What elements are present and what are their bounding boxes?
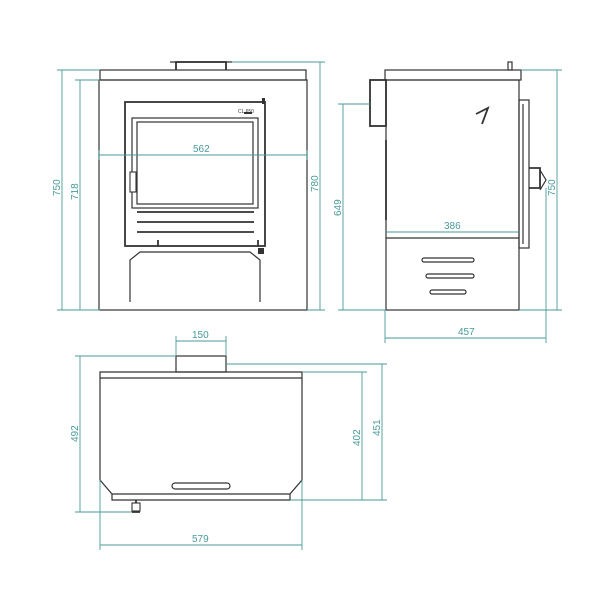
dim-label-top-150: 150: [192, 330, 209, 341]
front-ash-pan: [129, 251, 261, 302]
top-plate-outline: [99, 371, 303, 495]
front-ash-pan-knob: [258, 248, 264, 254]
top-front-lip: [111, 494, 291, 501]
dim-label-top-451: 451: [372, 419, 383, 436]
dim-label-side-457: 457: [458, 327, 475, 338]
side-door-handle-grip: [539, 169, 547, 191]
dim-label-side-386: 386: [444, 221, 461, 232]
dim-label-side-750: 750: [547, 179, 558, 196]
front-body: [98, 79, 308, 311]
dim-label-side-649: 649: [333, 199, 344, 216]
front-top-handle: [175, 61, 227, 70]
front-hinge-side: [262, 98, 265, 104]
side-vent-3: [429, 289, 467, 295]
dim-label-front-window: 562: [193, 144, 210, 155]
top-handle-slot: [171, 482, 231, 490]
front-glass-inner: [136, 121, 254, 205]
side-vent-1: [421, 257, 475, 263]
top-flue-collar: [175, 355, 227, 373]
side-body: [385, 79, 520, 311]
side-air-lever: [475, 106, 490, 125]
top-knob-body: [131, 502, 141, 512]
side-top-plate: [384, 69, 522, 81]
side-flue-collar: [369, 79, 387, 127]
dim-label-top-402: 402: [352, 429, 363, 446]
front-view: CL 650 562 750 718 780: [52, 61, 325, 311]
front-door-frame: [124, 101, 266, 247]
dim-label-front-718: 718: [70, 183, 81, 200]
side-vent-2: [425, 273, 475, 279]
dim-label-front-750: 750: [52, 179, 63, 196]
side-top-knob: [507, 61, 513, 71]
dim-label-front-780: 780: [310, 175, 321, 192]
front-door-handle: [129, 171, 137, 193]
front-top-plate: [99, 69, 307, 81]
dim-label-top-492: 492: [70, 425, 81, 442]
side-door-profile: [518, 99, 530, 249]
dim-label-top-579: 579: [192, 534, 209, 545]
top-view: 150 492 402 451 579: [70, 330, 387, 550]
front-hinge-top: [244, 112, 252, 114]
front-glass-window: [131, 117, 259, 209]
side-door-handle: [529, 167, 541, 189]
side-view: 386 649 750 457: [333, 61, 562, 343]
